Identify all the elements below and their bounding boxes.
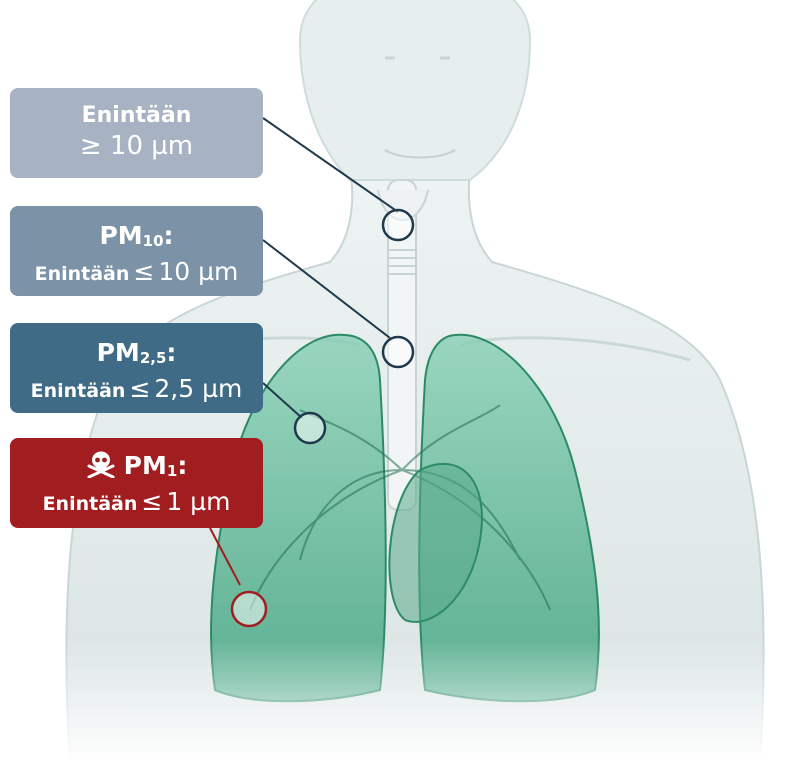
pm1-pm: PM <box>124 451 167 480</box>
marker-bronchi <box>295 413 325 443</box>
pm10-limit-value: 10 µm <box>158 257 238 286</box>
marker-alveoli <box>232 592 266 626</box>
pm1-limit-word: Enintään <box>43 493 138 515</box>
label-coarse-line1: Enintään <box>10 102 263 130</box>
label-coarse-particles: Enintään ≥ 10 µm <box>10 88 263 178</box>
pm25-colon: : <box>166 338 176 367</box>
skull-crossbones-icon <box>86 450 116 478</box>
pm1-limit-value: 1 µm <box>166 487 230 516</box>
pm10-heading: PM10: <box>10 220 263 255</box>
pm10-limit: Enintään≤10 µm <box>10 255 263 291</box>
pm10-subscript: 10 <box>143 232 164 250</box>
pm1-subscript: 1 <box>167 462 177 480</box>
pm1-limit: Enintään≤1 µm <box>10 485 263 521</box>
label-pm1: PM1: Enintään≤1 µm <box>10 438 263 528</box>
pm10-pm: PM <box>99 221 142 250</box>
marker-trachea <box>383 337 413 367</box>
pm25-limit-word: Enintään <box>31 380 126 402</box>
pm25-limit: Enintään≤2,5 µm <box>10 372 263 408</box>
pm25-heading: PM2,5: <box>10 337 263 372</box>
pm1-heading: PM1: <box>10 450 263 485</box>
label-coarse-line2: ≥ 10 µm <box>10 130 263 162</box>
marker-throat <box>383 210 413 240</box>
pm10-colon: : <box>164 221 174 250</box>
pm25-limit-value: 2,5 µm <box>154 374 242 403</box>
pm25-pm: PM <box>97 338 140 367</box>
label-pm25: PM2,5: Enintään≤2,5 µm <box>10 323 263 413</box>
pm25-subscript: 2,5 <box>140 349 167 367</box>
pm25-limit-symbol: ≤ <box>125 374 154 403</box>
pm1-colon: : <box>177 451 187 480</box>
label-pm10: PM10: Enintään≤10 µm <box>10 206 263 296</box>
pm10-limit-word: Enintään <box>35 263 130 285</box>
pm1-limit-symbol: ≤ <box>137 487 166 516</box>
pm10-limit-symbol: ≤ <box>129 257 158 286</box>
